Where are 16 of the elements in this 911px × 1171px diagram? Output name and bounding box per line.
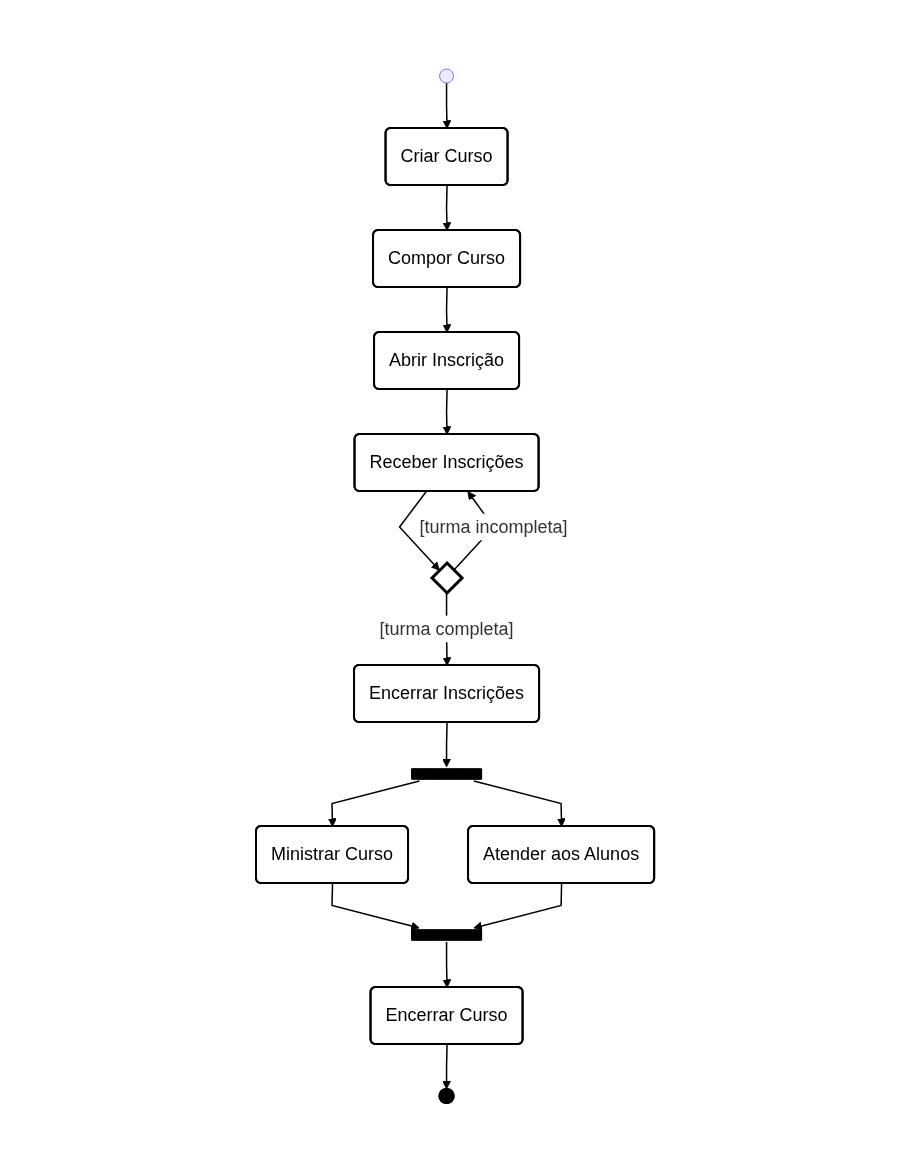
edge-label: [turma incompleta] (419, 516, 569, 536)
arrow (442, 1043, 452, 1089)
arrow (328, 779, 421, 827)
arrow (399, 490, 441, 571)
arrow (473, 779, 567, 827)
node-circle (439, 68, 455, 83)
arrow (442, 184, 452, 231)
arrow (442, 940, 452, 988)
edge-label: [turma completa] (379, 618, 515, 638)
arrow (473, 882, 563, 930)
arrow (442, 388, 452, 435)
arrow (331, 882, 421, 930)
arrow (442, 286, 452, 333)
node-diamond (430, 560, 465, 595)
arrow (442, 81, 452, 129)
arrow (442, 721, 452, 767)
